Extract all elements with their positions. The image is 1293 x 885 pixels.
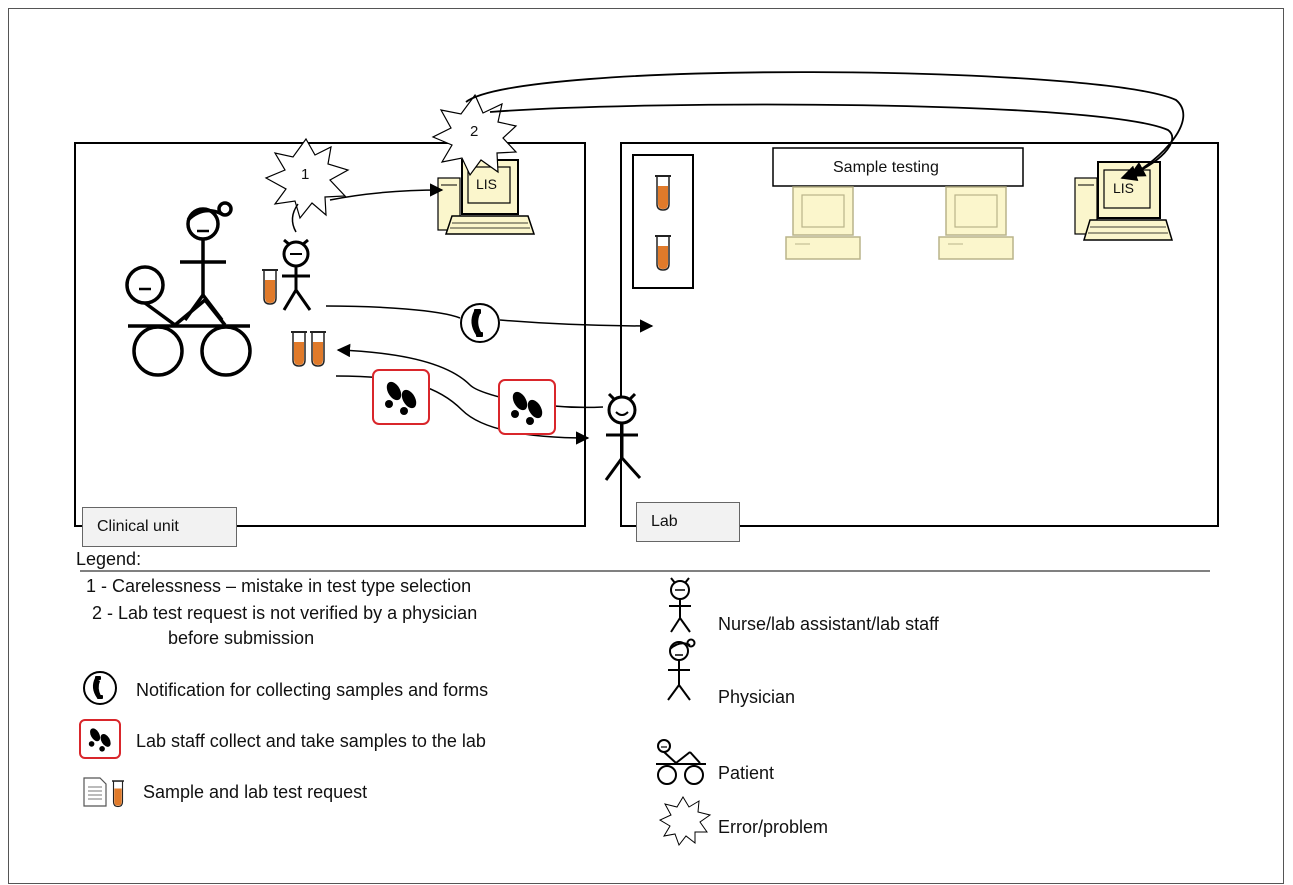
legend-phone-text: Notification for collecting samples and … bbox=[136, 680, 489, 700]
error-number-1: 1 bbox=[301, 166, 310, 183]
nurse-legend-icon bbox=[669, 577, 691, 633]
test-tube-icon bbox=[261, 269, 279, 305]
lis-label-lab: LIS bbox=[1113, 180, 1135, 196]
error-star-icon bbox=[431, 93, 518, 177]
lab-label: Lab bbox=[636, 502, 740, 542]
document-icon bbox=[83, 777, 107, 807]
sample-testing-label: Sample testing bbox=[833, 159, 939, 176]
physician-legend-icon bbox=[667, 638, 696, 701]
legend-patient-text: Patient bbox=[718, 763, 775, 783]
test-tube-icon bbox=[309, 331, 327, 367]
lis-computer-icon bbox=[1074, 161, 1174, 241]
legend-title: Legend: bbox=[76, 549, 142, 569]
computer-icon bbox=[938, 186, 1014, 260]
computer-icon bbox=[785, 186, 861, 260]
lis-label-clinical: LIS bbox=[476, 176, 498, 192]
clinical-unit-label: Clinical unit bbox=[82, 507, 237, 547]
legend-item-1: 1 - Carelessness – mistake in test type … bbox=[86, 576, 472, 596]
phone-icon bbox=[460, 303, 500, 343]
clinical-unit-region bbox=[74, 142, 586, 527]
error-star-icon bbox=[658, 796, 712, 847]
footsteps-icon bbox=[372, 369, 430, 425]
sample-rack bbox=[632, 154, 694, 289]
test-tube-icon bbox=[290, 331, 308, 367]
legend-steps-text: Lab staff collect and take samples to th… bbox=[136, 731, 486, 751]
footsteps-icon bbox=[79, 719, 121, 759]
phone-icon bbox=[83, 671, 117, 705]
lab-region bbox=[620, 142, 1219, 527]
physician-figure bbox=[180, 201, 233, 322]
lab-staff-figure bbox=[604, 392, 642, 481]
legend-item-2-line2: before submission bbox=[168, 628, 315, 648]
test-tube-icon bbox=[654, 235, 672, 271]
nurse-figure bbox=[282, 238, 312, 311]
legend-nurse-text: Nurse/lab assistant/lab staff bbox=[718, 614, 939, 634]
test-tube-icon bbox=[111, 780, 125, 808]
error-star-icon bbox=[264, 137, 350, 220]
sample-testing-box bbox=[772, 147, 1024, 187]
legend-error-text: Error/problem bbox=[718, 817, 829, 837]
patient-legend-icon bbox=[656, 739, 706, 785]
lis-computer-icon bbox=[437, 159, 536, 235]
error-number-2: 2 bbox=[470, 123, 479, 140]
legend-physician-text: Physician bbox=[718, 687, 796, 707]
patient-figure bbox=[125, 265, 252, 377]
legend-item-2-line1: 2 - Lab test request is not verified by … bbox=[92, 603, 478, 623]
legend-sample-text: Sample and lab test request bbox=[143, 782, 368, 802]
footsteps-icon bbox=[498, 379, 556, 435]
figure-frame bbox=[8, 8, 1284, 884]
test-tube-icon bbox=[654, 175, 672, 211]
